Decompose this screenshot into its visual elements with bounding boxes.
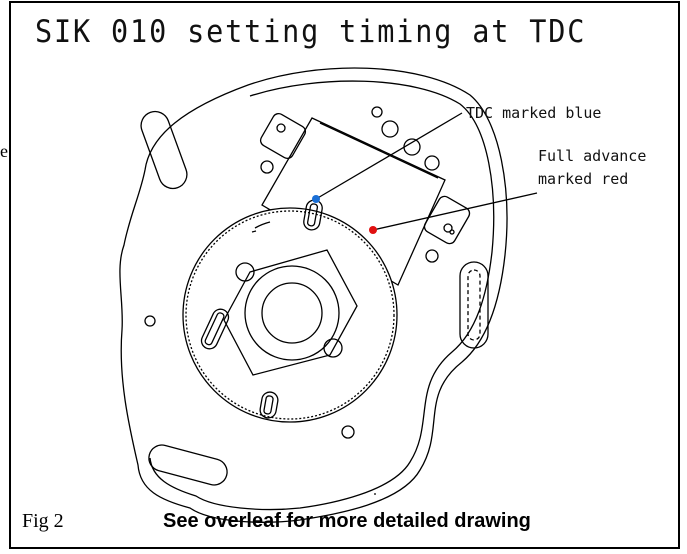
tdc-callout-label: TDC marked blue [466,104,602,122]
figure-label: Fig 2 [22,510,64,532]
diagram-title: SIK 010 setting timing at TDC [35,14,587,50]
advance-marker [369,226,377,234]
rotor-hole [235,262,255,282]
plate-hole [381,120,399,138]
advance-callout-label-line2: marked red [538,170,629,188]
bottom-slot [148,444,228,486]
base-plate-outline [119,67,508,523]
advance-callout-label-line1: Full advance [538,147,647,165]
plate-hole [371,106,383,118]
plate-hole [424,155,440,171]
shaft-outer [244,265,340,361]
shaft-inner [261,282,323,344]
right-slot [459,261,489,349]
advance-leader-line [372,192,538,231]
plate-hole [425,249,439,263]
footer-note: See overleaf for more detailed drawing [163,510,531,532]
coil-block [261,117,446,286]
plate-hole [403,138,421,156]
cropped-text-fragment: e [0,142,8,160]
rotor-hole [323,338,343,358]
tdc-marker [312,195,320,203]
tdc-leader-line [315,112,463,200]
rotor-disc [182,207,398,423]
plate-hole [260,160,274,174]
plate-hole [144,315,156,327]
upper-left-slot [140,110,188,190]
figure-frame [9,1,680,549]
base-plate-inner-edge [149,80,495,511]
hex-nut [223,249,358,376]
plate-hole [341,425,355,439]
